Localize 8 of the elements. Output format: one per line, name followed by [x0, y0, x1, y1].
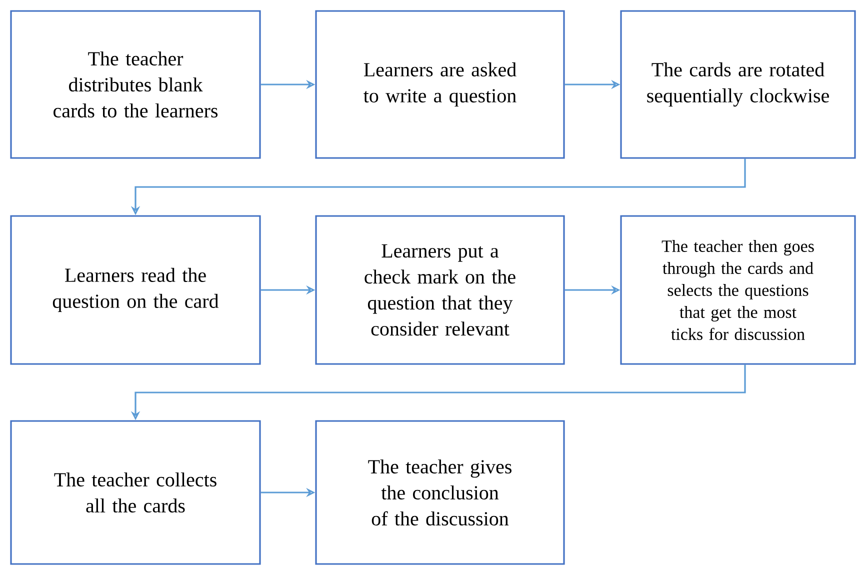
process-box: The teacher distributes blank cards to the learners — [10, 10, 261, 159]
process-box: The teacher collects all the cards — [10, 420, 261, 565]
process-box: The cards are rotated sequentially clockwise — [620, 10, 856, 159]
process-box: Learners put a check mark on the question that they consider relevant — [315, 215, 565, 365]
process-box: Learners read the question on the card — [10, 215, 261, 365]
process-box: The teacher then goes through the cards and selects the questions that get the most ticks for discussion — [620, 215, 856, 365]
process-box: Learners are asked to write a question — [315, 10, 565, 159]
process-box: The teacher gives the conclusion of the discussion — [315, 420, 565, 565]
